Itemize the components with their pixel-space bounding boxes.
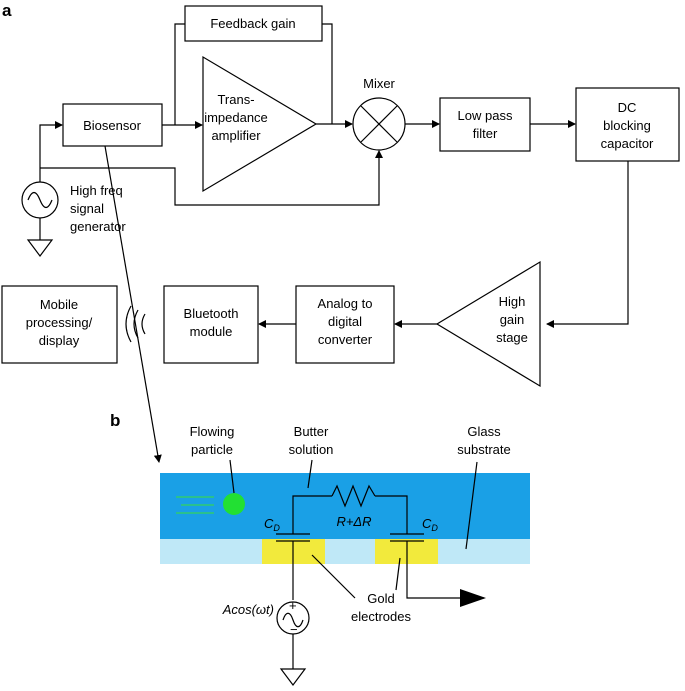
- dc-block-label-3: capacitor: [601, 136, 654, 151]
- high-gain-label-1: High: [499, 294, 526, 309]
- buffer-label-1: Butter: [294, 424, 329, 439]
- svg-text:−: −: [290, 622, 298, 637]
- adc-label-2: digital: [328, 314, 362, 329]
- gold-label-2: electrodes: [351, 609, 411, 624]
- resistor-symbol: [331, 484, 376, 508]
- adc-label-1: Analog to: [318, 296, 373, 311]
- ground-symbol-a: [26, 239, 54, 257]
- dc-block-label-2: blocking: [603, 118, 651, 133]
- generator-label-2: signal: [70, 201, 104, 216]
- substrate-label-1: Glass: [467, 424, 501, 439]
- flowing-particle: [223, 493, 245, 515]
- biosensor-label: Biosensor: [83, 118, 141, 133]
- high-gain-label-3: stage: [496, 330, 528, 345]
- low-pass-label-2: filter: [473, 126, 498, 141]
- bluetooth-box: [163, 285, 259, 364]
- dc-blocking-box: [575, 87, 680, 162]
- feedback-gain-label: Feedback gain: [210, 16, 295, 31]
- panel-a-label: a: [2, 1, 12, 20]
- substrate-label-2: substrate: [457, 442, 510, 457]
- low-pass-filter-box: [439, 97, 531, 152]
- tia-label-3: amplifier: [211, 128, 261, 143]
- bluetooth-label-2: module: [190, 324, 233, 339]
- mobile-label-1: Mobile: [40, 297, 78, 312]
- dc-block-label-1: DC: [618, 100, 637, 115]
- tia-label-1: Trans-: [217, 92, 254, 107]
- adc-label-3: converter: [318, 332, 373, 347]
- output-arrow: [406, 541, 486, 607]
- transimpedance-amplifier: [202, 55, 318, 193]
- generator-label-1: High freq: [70, 183, 123, 198]
- ground-symbol-b: [279, 668, 307, 686]
- mobile-label-2: processing/: [26, 315, 93, 330]
- mobile-label-3: display: [39, 333, 80, 348]
- wireless-wave-icon: [141, 313, 146, 335]
- bluetooth-label-1: Bluetooth: [184, 306, 239, 321]
- high-gain-label-2: gain: [500, 312, 525, 327]
- feedback-gain-box: [184, 5, 323, 42]
- panel-b-label: b: [110, 411, 120, 430]
- high-gain-stage: [435, 260, 541, 388]
- mixer-label: Mixer: [363, 76, 395, 91]
- cd-left-label: CD: [264, 516, 280, 533]
- svg-text:+: +: [289, 598, 297, 613]
- tia-label-2: impedance: [204, 110, 268, 125]
- biosensor-box: [62, 103, 163, 147]
- mobile-box: [1, 285, 118, 364]
- particle-label-1: Flowing: [190, 424, 235, 439]
- gold-label-1: Gold: [367, 591, 394, 606]
- particle-label-2: particle: [191, 442, 233, 457]
- low-pass-label-1: Low pass: [458, 108, 513, 123]
- source-label: Acos(ωt): [222, 602, 274, 617]
- adc-box: [295, 285, 395, 364]
- generator-label-3: generator: [70, 219, 126, 234]
- cd-right-label: CD: [422, 516, 438, 533]
- buffer-label-2: solution: [289, 442, 334, 457]
- glass-substrate-region: [160, 539, 530, 564]
- resistor-label: R+ΔR: [336, 514, 371, 529]
- zoom-arrow: [104, 145, 162, 463]
